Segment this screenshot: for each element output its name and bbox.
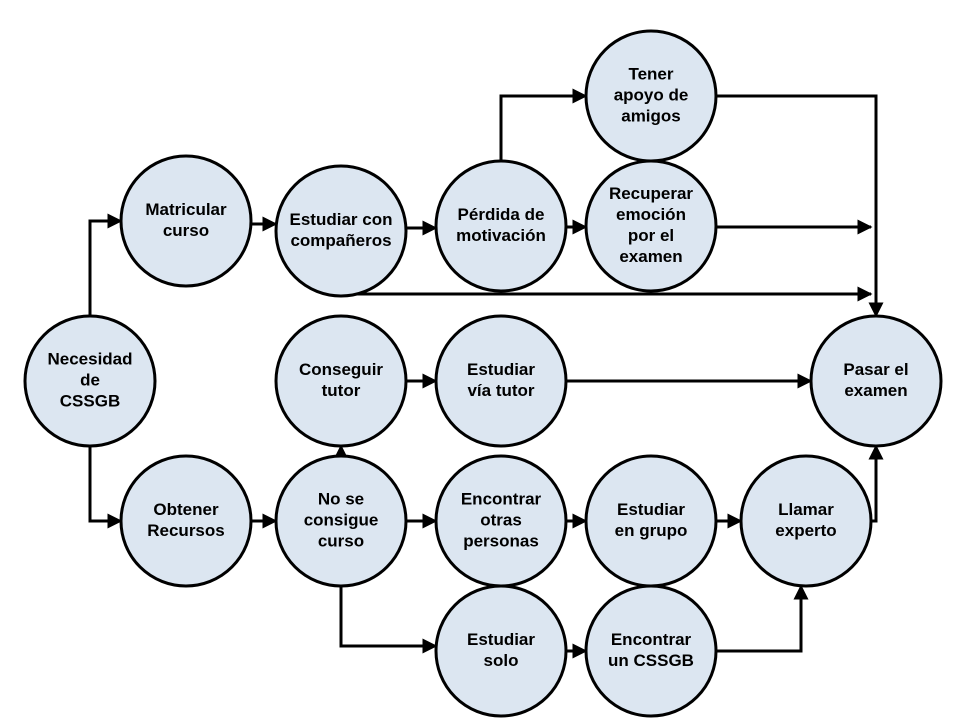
edge-no-se-consigue-to-estudiar-solo xyxy=(339,586,438,654)
node-label-necesidad-line-2: de xyxy=(80,370,100,389)
node-tener-apoyo: Tener apoyo de amigos xyxy=(584,29,718,163)
node-label-tener-apoyo-line-1: Tener xyxy=(628,64,673,83)
node-recuperar: Recuperar emoción por el examen xyxy=(584,159,718,293)
node-label-necesidad-line-3: CSSGB xyxy=(60,391,120,410)
node-label-estudiar-solo-line-2: solo xyxy=(484,651,519,670)
node-label-encontrar-otras-line-3: personas xyxy=(463,531,539,550)
node-label-encontrar-cssgb-line-2: un CSSGB xyxy=(608,651,694,670)
edge-llamar-experto-to-pasar-examen xyxy=(868,444,884,523)
node-label-obtener-line-2: Recursos xyxy=(147,521,224,540)
node-label-encontrar-otras-line-1: Encontrar xyxy=(461,489,542,508)
node-estudiar-tutor: Estudiar vía tutor xyxy=(434,314,568,448)
node-label-recuperar-line-3: por el xyxy=(628,226,674,245)
node-label-obtener-line-1: Obtener xyxy=(153,500,219,519)
node-perdida: Pérdida de motivación xyxy=(434,159,568,293)
edge-tener-apoyo-to-pasar-examen xyxy=(716,94,884,318)
node-label-no-se-consigue-line-2: consigue xyxy=(304,510,379,529)
node-label-matricular-line-1: Matricular xyxy=(145,200,227,219)
node-label-encontrar-cssgb-line-1: Encontrar xyxy=(611,630,692,649)
node-estudiar-solo: Estudiar solo xyxy=(434,584,568,718)
edge-necesidad-to-obtener xyxy=(88,446,123,529)
node-label-conseguir-tutor-line-2: tutor xyxy=(322,381,361,400)
node-label-recuperar-line-4: examen xyxy=(619,247,682,266)
node-circle-encontrar-cssgb xyxy=(584,584,718,718)
node-label-perdida-line-1: Pérdida de xyxy=(458,205,545,224)
node-label-matricular-line-2: curso xyxy=(163,221,209,240)
node-label-llamar-experto-line-1: Llamar xyxy=(778,500,834,519)
node-circle-estudiar-tutor xyxy=(434,314,568,448)
node-label-conseguir-tutor-line-1: Conseguir xyxy=(299,360,383,379)
node-label-recuperar-line-2: emoción xyxy=(616,205,686,224)
node-no-se-consigue: No se consigue curso xyxy=(274,454,408,588)
node-pasar-examen: Pasar el examen xyxy=(809,314,943,448)
node-circle-recuperar xyxy=(584,159,718,293)
node-label-tener-apoyo-line-2: apoyo de xyxy=(614,85,689,104)
node-label-pasar-examen-line-2: examen xyxy=(844,381,907,400)
node-label-recuperar-line-1: Recuperar xyxy=(609,184,693,203)
edge-encontrar-cssgb-to-llamar-experto xyxy=(716,584,809,653)
node-circle-matricular xyxy=(119,154,253,288)
node-conseguir-tutor: Conseguir tutor xyxy=(274,314,408,448)
node-circle-llamar-experto xyxy=(739,454,873,588)
node-label-estudiar-solo-line-1: Estudiar xyxy=(467,630,535,649)
node-label-perdida-line-2: motivación xyxy=(456,226,546,245)
node-estudiar-companeros: Estudiar con compañeros xyxy=(274,164,408,298)
node-label-encontrar-otras-line-2: otras xyxy=(480,510,522,529)
node-circle-estudiar-solo xyxy=(434,584,568,718)
node-circle-estudiar-companeros xyxy=(274,164,408,298)
node-label-pasar-examen-line-1: Pasar el xyxy=(843,360,908,379)
node-circle-obtener xyxy=(119,454,253,588)
node-circle-necesidad xyxy=(23,314,157,448)
node-estudiar-grupo: Estudiar en grupo xyxy=(584,454,718,588)
node-label-estudiar-companeros-line-2: compañeros xyxy=(290,231,391,250)
node-circle-perdida xyxy=(434,159,568,293)
node-llamar-experto: Llamar experto xyxy=(739,454,873,588)
node-label-llamar-experto-line-2: experto xyxy=(775,521,836,540)
node-label-estudiar-companeros-line-1: Estudiar con xyxy=(290,210,393,229)
node-encontrar-otras: Encontrar otras personas xyxy=(434,454,568,588)
nodes: NecesidaddeCSSGBMatricularcursoObtenerRe… xyxy=(23,29,943,718)
node-label-necesidad-line-1: Necesidad xyxy=(47,349,132,368)
edge-necesidad-to-matricular xyxy=(88,213,123,316)
node-label-estudiar-tutor-line-2: vía tutor xyxy=(467,381,534,400)
node-label-tener-apoyo-line-3: amigos xyxy=(621,106,681,125)
node-label-estudiar-tutor-line-1: Estudiar xyxy=(467,360,535,379)
node-label-no-se-consigue-line-3: curso xyxy=(318,531,364,550)
node-label-no-se-consigue-line-1: No se xyxy=(318,489,364,508)
node-circle-pasar-examen xyxy=(809,314,943,448)
node-matricular: Matricular curso xyxy=(119,154,253,288)
node-circle-conseguir-tutor xyxy=(274,314,408,448)
node-label-estudiar-grupo-line-1: Estudiar xyxy=(617,500,685,519)
node-encontrar-cssgb: Encontrar un CSSGB xyxy=(584,584,718,718)
node-label-estudiar-grupo-line-2: en grupo xyxy=(615,521,688,540)
edge-estudiar-companeros-to-pasar-examen xyxy=(336,286,873,302)
edge-perdida-to-tener-apoyo xyxy=(499,88,588,161)
node-circle-no-se-consigue xyxy=(274,454,408,588)
